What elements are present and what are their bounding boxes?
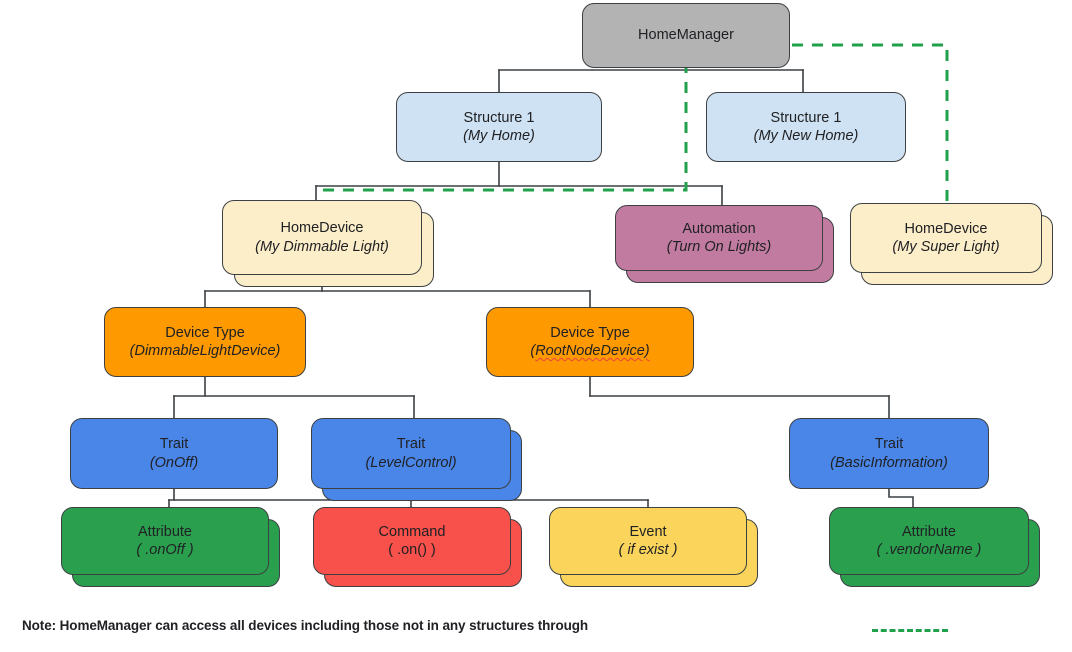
node-home-device-super-light-subtitle: (My Super Light) [892,239,1000,255]
node-attribute-vendorname-title: Attribute [902,523,956,540]
node-structure-my-home[interactable]: Structure 1 (My Home) [396,92,602,162]
spellcheck-text: RootNodeDevice) [535,343,650,359]
edge-basicinfo-attribute [888,488,914,508]
node-event-if-exist-subtitle: ( if exist ) [618,542,678,558]
node-structure-my-new-home-subtitle: (My New Home) [753,128,859,144]
footer-legend-dashed-line [872,629,948,632]
node-device-type-dimmable-light-subtitle: (DimmableLightDevice) [129,343,281,359]
node-attribute-onoff-title: Attribute [138,523,192,540]
node-automation-turn-on-lights[interactable]: Automation (Turn On Lights) [615,205,823,271]
node-device-type-dimmable-light-title: Device Type [165,324,245,341]
node-structure-my-new-home[interactable]: Structure 1 (My New Home) [706,92,906,162]
paren-open: ( [530,343,536,359]
node-attribute-vendorname-subtitle: ( .vendorName ) [876,542,982,558]
footer-note-text: Note: HomeManager can access all devices… [22,618,589,633]
node-command-on-title: Command [378,523,446,540]
node-automation-title: Automation [682,220,756,237]
node-home-device-dimmable-subtitle: (My Dimmable Light) [255,238,389,255]
node-home-device-super-light[interactable]: HomeDevice (My Super Light) [850,203,1042,273]
node-structure-my-new-home-title: Structure 1 [770,109,842,126]
node-automation-subtitle: (Turn On Lights) [666,239,772,255]
node-trait-onoff[interactable]: Trait (OnOff) [70,418,278,489]
node-home-manager[interactable]: HomeManager [582,3,790,68]
node-home-device-super-light-title: HomeDevice [904,220,988,237]
node-structure-my-home-title: Structure 1 [463,109,535,126]
node-trait-onoff-title: Trait [159,436,189,453]
node-trait-levelcontrol-subtitle: (LevelControl) [365,454,457,471]
node-event-if-exist[interactable]: Event ( if exist ) [549,507,747,575]
node-home-device-dimmable[interactable]: HomeDevice (My Dimmable Light) [222,200,422,275]
node-command-on[interactable]: Command ( .on() ) [313,507,511,575]
node-event-if-exist-title: Event [629,523,667,540]
node-attribute-onoff-subtitle: ( .onOff ) [136,542,194,558]
node-trait-onoff-subtitle: (OnOff) [149,454,199,471]
node-trait-basicinformation-title: Trait [874,436,904,453]
node-home-manager-title: HomeManager [638,27,734,44]
node-device-type-root-node-subtitle: (RootNodeDevice) [530,342,649,360]
node-home-device-dimmable-title: HomeDevice [280,220,364,237]
node-device-type-root-node-title: Device Type [550,324,630,341]
node-trait-levelcontrol[interactable]: Trait (LevelControl) [311,418,511,489]
node-attribute-vendorname[interactable]: Attribute ( .vendorName ) [829,507,1029,575]
node-command-on-subtitle: ( .on() ) [388,542,436,558]
node-trait-levelcontrol-title: Trait [396,436,426,453]
node-trait-basicinformation-subtitle: (BasicInformation) [830,454,948,471]
node-device-type-root-node[interactable]: Device Type (RootNodeDevice) [486,307,694,377]
node-trait-basicinformation[interactable]: Trait (BasicInformation) [789,418,989,489]
node-structure-my-home-subtitle: (My Home) [463,128,535,144]
node-attribute-onoff[interactable]: Attribute ( .onOff ) [61,507,269,575]
node-device-type-dimmable-light[interactable]: Device Type (DimmableLightDevice) [104,307,306,377]
